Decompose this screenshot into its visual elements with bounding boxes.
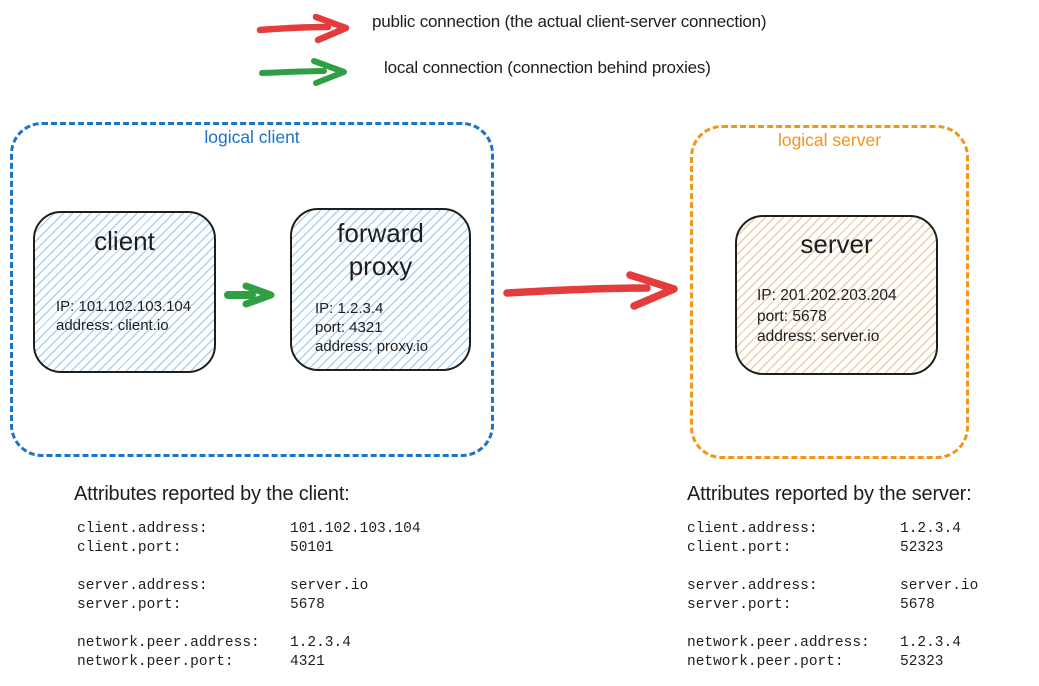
attribute-key: server.address: (687, 578, 818, 594)
client-node-title: client (94, 226, 155, 256)
client-attributes-title: Attributes reported by the client: (74, 483, 350, 505)
attribute-row: client.port: 50101 (77, 539, 421, 558)
attribute-key: network.peer.port: (687, 654, 844, 670)
server-attr-group-network: network.peer.address: 1.2.3.4 network.pe… (687, 634, 978, 672)
client-attr-group-client: client.address: 101.102.103.104 client.p… (77, 520, 421, 558)
logical-client-label: logical client (194, 127, 310, 148)
attribute-row: server.address: server.io (687, 577, 978, 596)
attribute-key: server.port: (77, 597, 182, 613)
client-to-proxy-local-arrow-icon (224, 282, 275, 308)
attribute-key: client.port: (77, 540, 182, 556)
attribute-key: client.address: (687, 521, 818, 537)
client-ip-line: IP: 101.102.103.104 (56, 298, 192, 315)
attribute-row: server.port: 5678 (77, 596, 421, 615)
attribute-value: 4321 (290, 654, 325, 670)
forward-proxy-node-details: IP: 1.2.3.4 port: 4321 address: proxy.io (315, 299, 428, 356)
logical-server-boundary: logical server server IP: 201.202.203.20… (690, 125, 969, 459)
attribute-key: network.peer.address: (77, 635, 260, 651)
attribute-value: 5678 (290, 597, 325, 613)
attribute-value: 52323 (900, 540, 944, 556)
client-address-line: address: client.io (56, 316, 169, 334)
attribute-row: server.port: 5678 (687, 596, 978, 615)
attribute-row: network.peer.port: 4321 (77, 653, 421, 672)
attribute-row: client.port: 52323 (687, 539, 978, 558)
attribute-key: network.peer.address: (687, 635, 870, 651)
proxy-to-server-public-arrow-icon (503, 271, 678, 310)
attribute-key: network.peer.port: (77, 654, 234, 670)
server-port-line: port: 5678 (757, 307, 827, 325)
legend-public-connection-label: public connection (the actual client-ser… (372, 12, 767, 31)
server-node-title: server (800, 229, 873, 259)
proxy-address-line: address: proxy.io (315, 338, 429, 355)
attribute-key: client.port: (687, 540, 792, 556)
server-attributes-title: Attributes reported by the server: (687, 483, 972, 505)
attribute-value: server.io (290, 578, 369, 594)
attribute-value: 5678 (900, 597, 935, 613)
proxy-ip-line: IP: 1.2.3.4 (315, 300, 384, 317)
server-address-line: address: server.io (757, 328, 880, 345)
attribute-key: server.address: (77, 578, 208, 594)
attribute-value: 1.2.3.4 (900, 635, 961, 651)
forward-proxy-node: forward proxy IP: 1.2.3.4 port: 4321 add… (290, 208, 471, 371)
attribute-value: 1.2.3.4 (900, 521, 961, 537)
attribute-value: 1.2.3.4 (290, 635, 351, 651)
attribute-row: server.address: server.io (77, 577, 421, 596)
server-ip-line: IP: 201.202.203.204 (757, 287, 897, 304)
client-node: client IP: 101.102.103.104 address: clie… (33, 211, 216, 373)
legend-public-connection-arrow-icon (256, 13, 350, 44)
server-node-details: IP: 201.202.203.204 port: 5678 address: … (757, 286, 897, 348)
attribute-row: network.peer.address: 1.2.3.4 (687, 634, 978, 653)
logical-server-label: logical server (767, 130, 892, 151)
attribute-row: client.address: 101.102.103.104 (77, 520, 421, 539)
attribute-value: 50101 (290, 540, 334, 556)
attribute-value: server.io (900, 578, 979, 594)
attribute-row: client.address: 1.2.3.4 (687, 520, 978, 539)
client-attr-group-network: network.peer.address: 1.2.3.4 network.pe… (77, 634, 421, 672)
client-node-details: IP: 101.102.103.104 address: client.io (56, 298, 191, 335)
server-attr-group-server: server.address: server.io server.port: 5… (687, 577, 978, 615)
attribute-value: 52323 (900, 654, 944, 670)
server-attr-group-client: client.address: 1.2.3.4 client.port: 523… (687, 520, 978, 558)
server-node: server IP: 201.202.203.204 port: 5678 ad… (735, 215, 938, 375)
logical-client-boundary: logical client client IP: 101.102.103.10… (10, 122, 494, 457)
proxy-port-line: port: 4321 (315, 319, 383, 336)
forward-proxy-node-title: forward proxy (337, 218, 424, 281)
server-attributes-table: client.address: 1.2.3.4 client.port: 523… (687, 520, 978, 686)
attribute-value: 101.102.103.104 (290, 521, 421, 537)
attribute-key: server.port: (687, 597, 792, 613)
attribute-row: network.peer.address: 1.2.3.4 (77, 634, 421, 653)
attribute-key: client.address: (77, 521, 208, 537)
legend-local-connection-arrow-icon (259, 58, 347, 86)
legend-local-connection-label: local connection (connection behind prox… (384, 58, 711, 77)
attribute-row: network.peer.port: 52323 (687, 653, 978, 672)
client-attributes-table: client.address: 101.102.103.104 client.p… (77, 520, 421, 686)
client-attr-group-server: server.address: server.io server.port: 5… (77, 577, 421, 615)
